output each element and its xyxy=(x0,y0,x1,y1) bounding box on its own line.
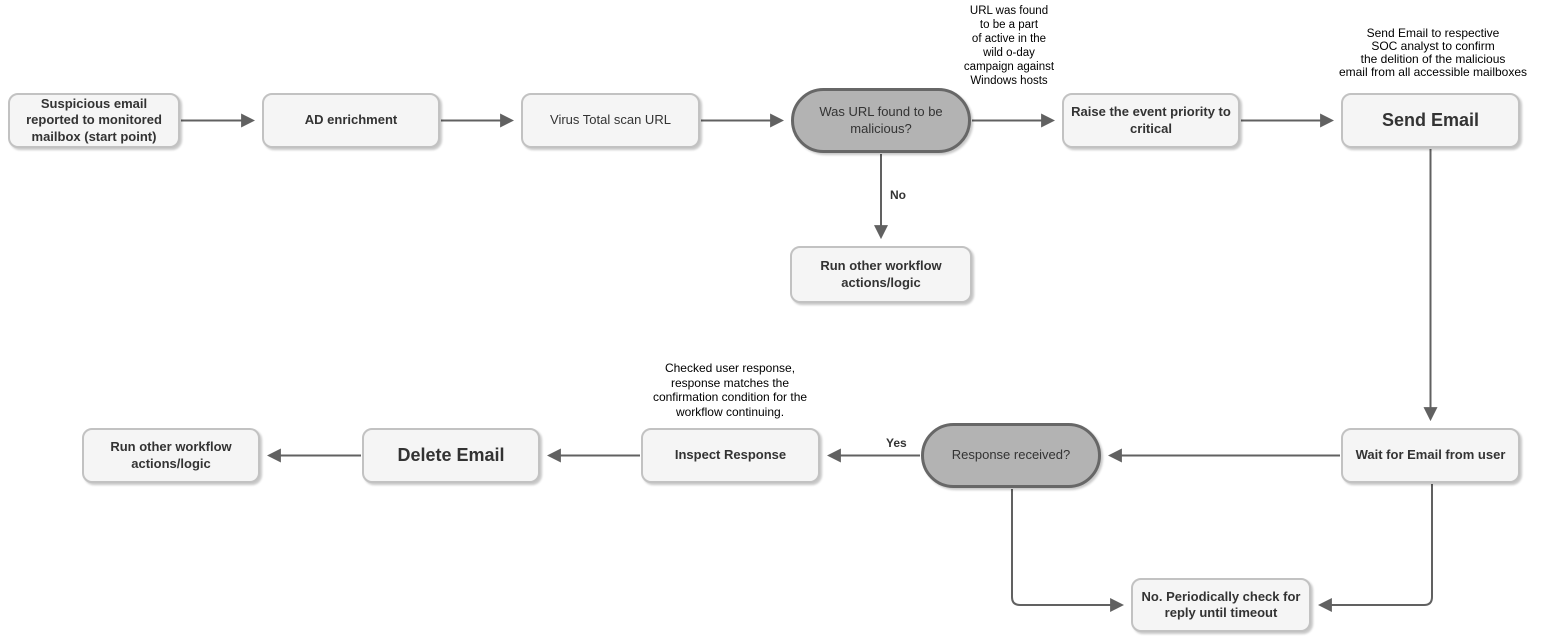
decision-url-malicious[interactable]: Was URL found to be malicious? xyxy=(791,88,971,153)
node-send-email[interactable]: Send Email xyxy=(1341,93,1520,148)
annotation-checked-response-note: Checked user response, response matches … xyxy=(652,361,808,419)
edge-response-decision-to-periodic-check xyxy=(1011,489,1125,612)
annotation-zero-day-campaign: URL was found to be a part of active in … xyxy=(963,5,1055,87)
edge-label-no: No xyxy=(888,188,908,202)
node-wait-for-email[interactable]: Wait for Email from user xyxy=(1341,428,1520,483)
node-start-suspicious-email[interactable]: Suspicious email reported to monitored m… xyxy=(8,93,180,148)
edge-wait-for-email-to-periodic-check xyxy=(1317,484,1433,612)
edge-label-yes: Yes xyxy=(884,436,909,450)
decision-response-received[interactable]: Response received? xyxy=(921,423,1101,488)
node-inspect-response[interactable]: Inspect Response xyxy=(641,428,820,483)
node-periodic-check[interactable]: No. Periodically check for reply until t… xyxy=(1131,578,1311,632)
node-raise-priority[interactable]: Raise the event priority to critical xyxy=(1062,93,1240,148)
node-delete-email[interactable]: Delete Email xyxy=(362,428,540,483)
node-run-other-workflow-top[interactable]: Run other workflow actions/logic xyxy=(790,246,972,303)
node-ad-enrichment[interactable]: AD enrichment xyxy=(262,93,440,148)
node-run-other-workflow-bottom[interactable]: Run other workflow actions/logic xyxy=(82,428,260,483)
node-virus-total-scan[interactable]: Virus Total scan URL xyxy=(521,93,700,148)
annotation-send-email-note: Send Email to respective SOC analyst to … xyxy=(1338,26,1528,79)
